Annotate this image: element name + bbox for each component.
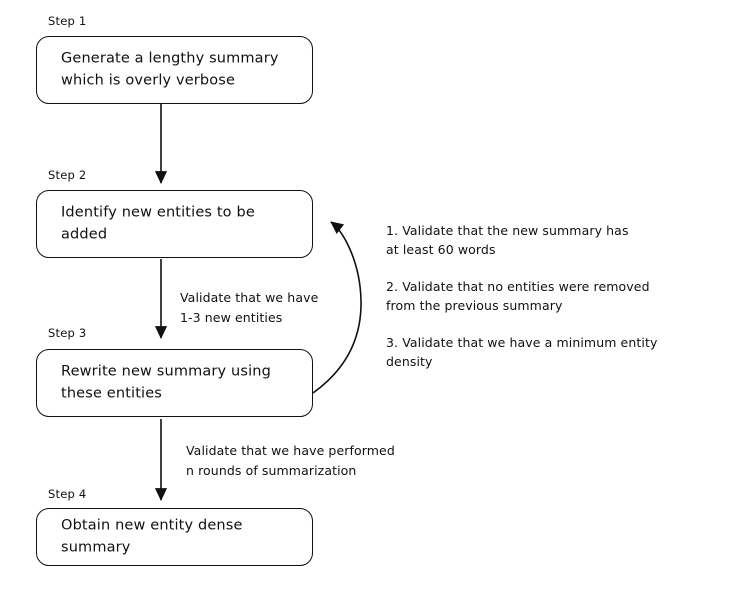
step-box-4-text: Obtain new entity dense summary	[61, 517, 243, 556]
validation-notes-list: 1. Validate that the new summary has at …	[386, 221, 706, 371]
step-box-3[interactable]: Rewrite new summary using these entities	[36, 349, 313, 417]
step-box-4[interactable]: Obtain new entity dense summary	[36, 508, 313, 566]
step-box-1-text: Generate a lengthy summary which is over…	[61, 50, 279, 89]
step-box-3-text: Rewrite new summary using these entities	[61, 363, 271, 402]
arrow-step3-to-step2-feedback	[312, 221, 362, 394]
step-box-2-text: Identify new entities to be added	[61, 204, 255, 243]
step-box-1[interactable]: Generate a lengthy summary which is over…	[36, 36, 313, 104]
validation-note-1: 1. Validate that the new summary has at …	[386, 223, 629, 258]
step-caption-2: Step 2	[48, 168, 87, 182]
edge-label-step2-step3: Validate that we have 1-3 new entities	[180, 290, 319, 325]
step-caption-1: Step 1	[48, 14, 87, 28]
edge-label-step3-step4: Validate that we have performed n rounds…	[186, 443, 395, 478]
step-caption-4: Step 4	[48, 487, 87, 501]
validation-note-2: 2. Validate that no entities were remove…	[386, 278, 650, 314]
step-box-2[interactable]: Identify new entities to be added	[36, 190, 313, 258]
validation-note-3: 3. Validate that we have a minimum entit…	[386, 334, 658, 369]
step-caption-3: Step 3	[48, 326, 87, 340]
